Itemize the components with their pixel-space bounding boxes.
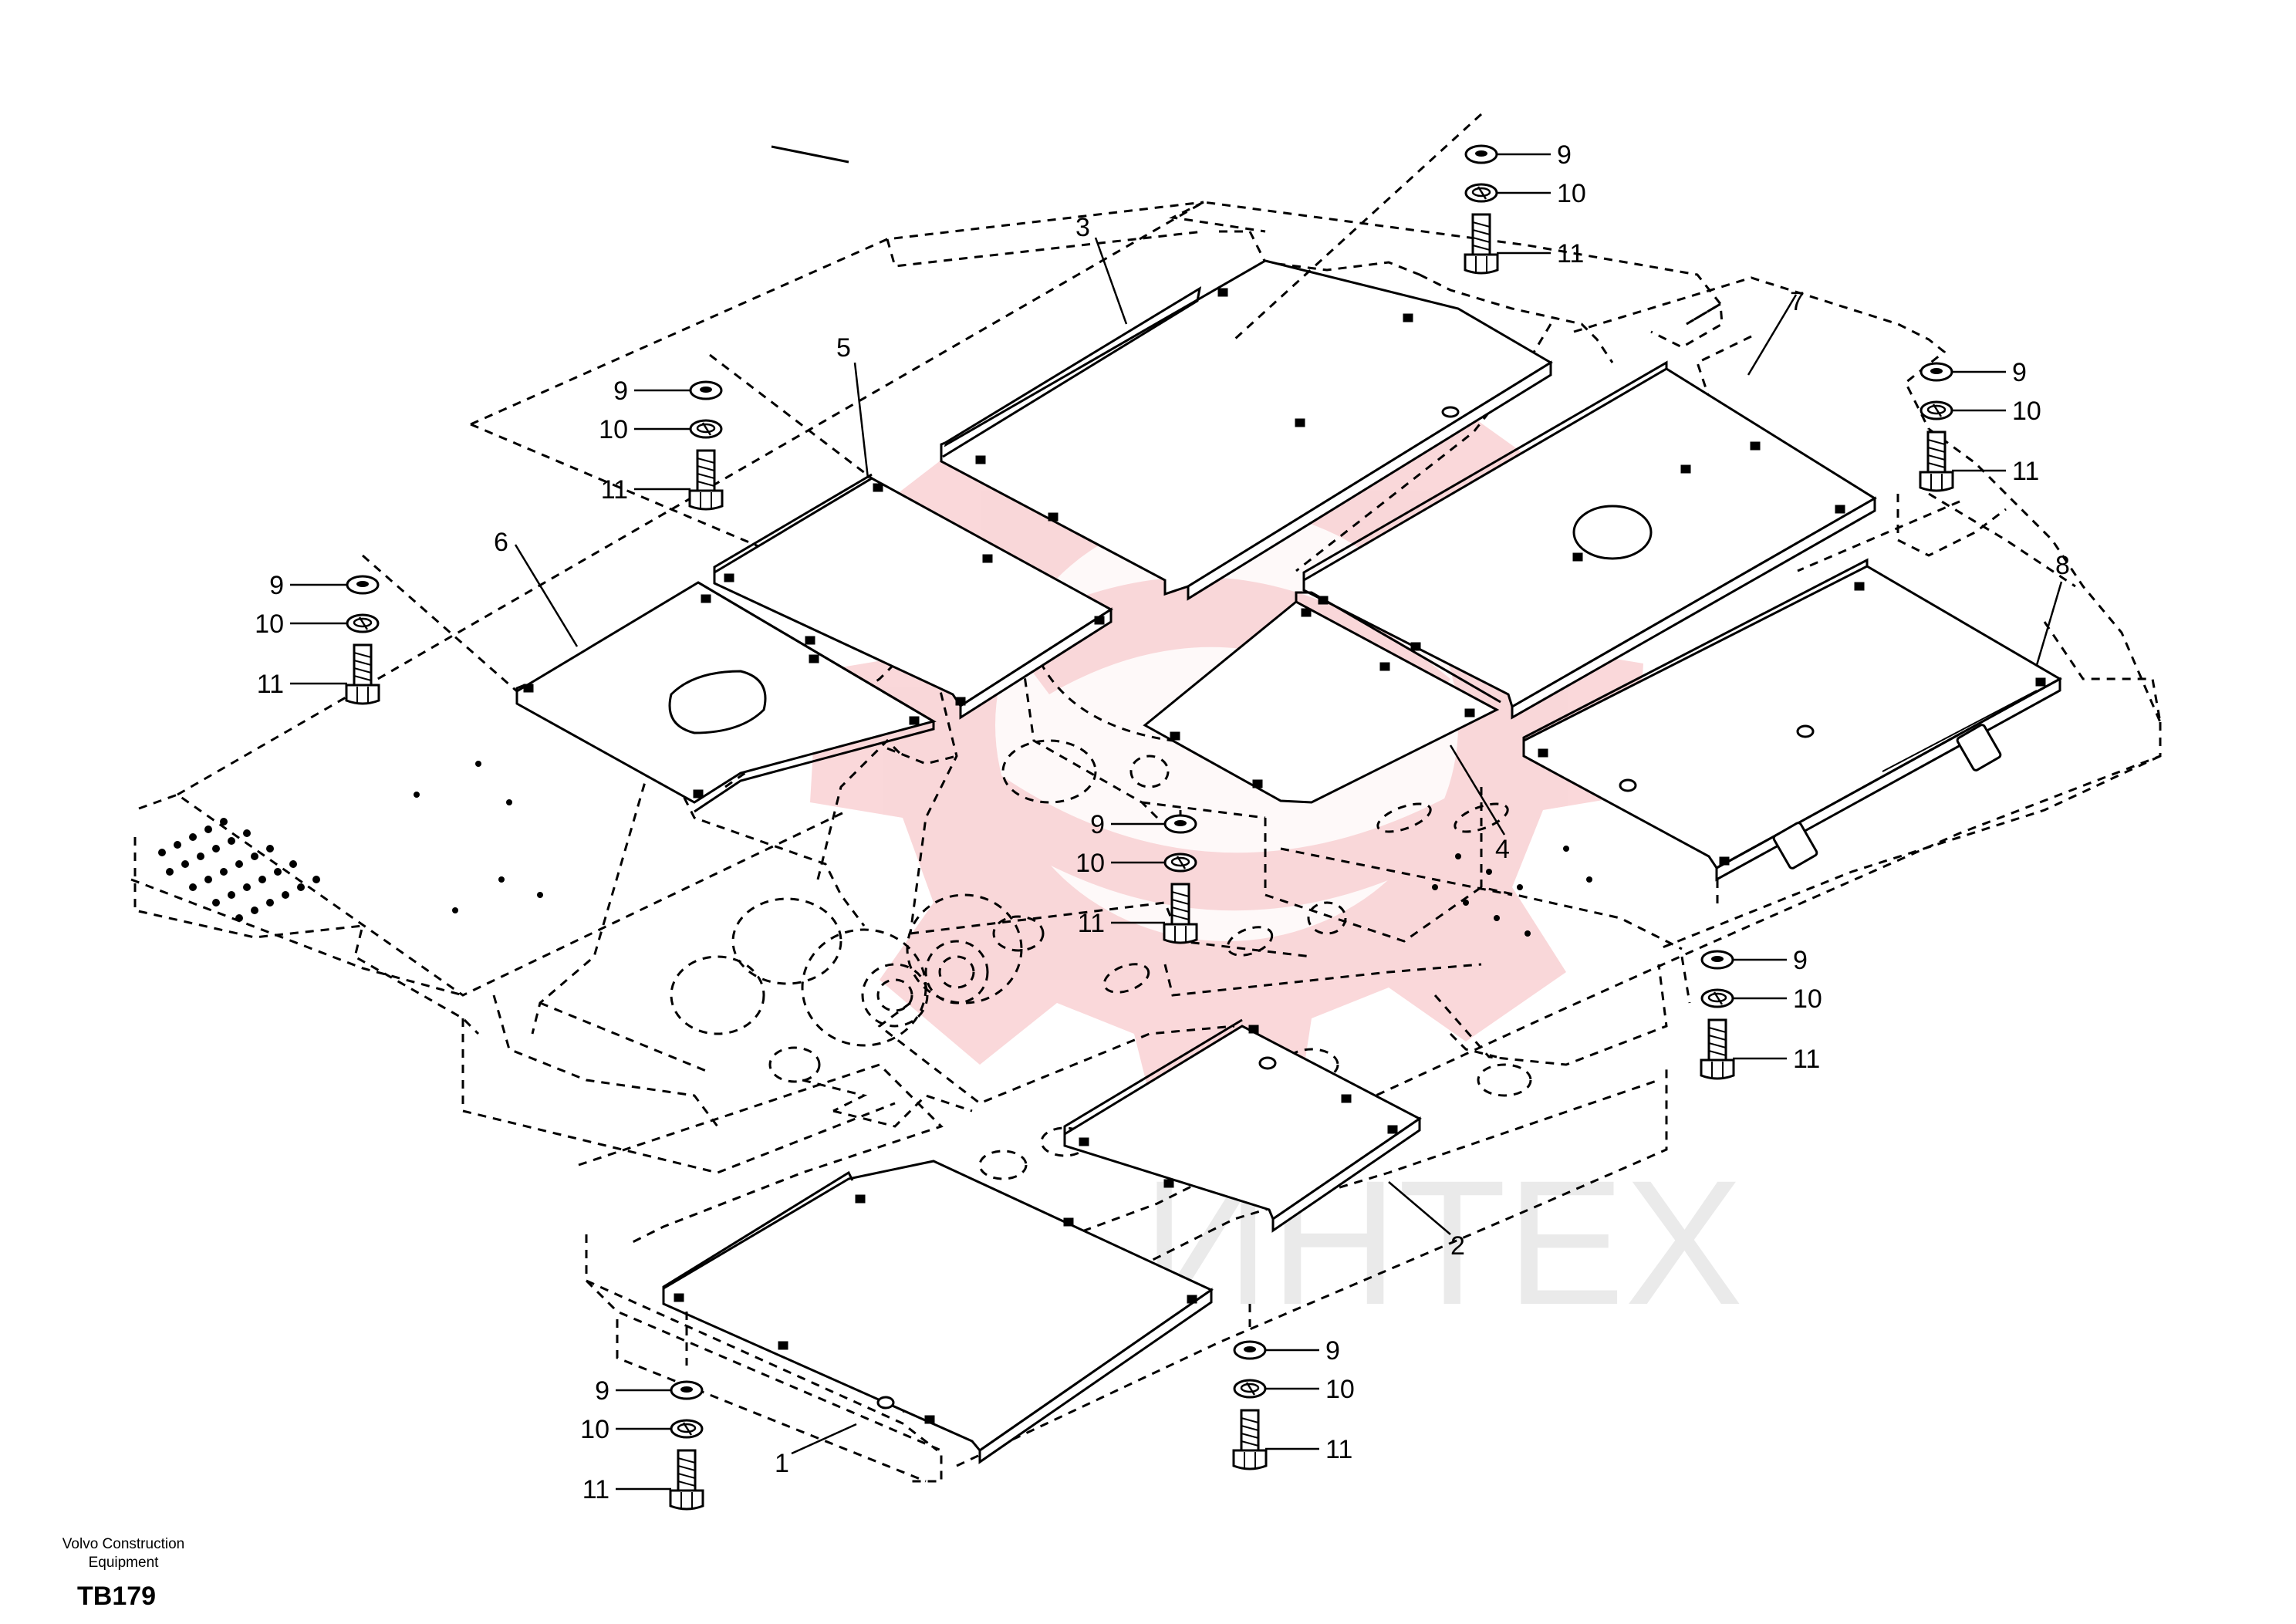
- panel-1: [662, 1160, 1214, 1464]
- part-label-1: 1: [775, 1449, 789, 1478]
- bolt-label: 11: [582, 1475, 609, 1504]
- leader-lines: [290, 153, 2063, 1491]
- fastener-group-right: [1919, 362, 1954, 492]
- fastener-group-lower-left: [669, 1380, 704, 1511]
- bolt-label: 11: [601, 475, 628, 505]
- washer-label: 9: [1090, 810, 1105, 839]
- bolt-label: 11: [257, 670, 284, 699]
- fastener-group-upper-left: [688, 380, 724, 511]
- washer-label: 9: [595, 1376, 609, 1406]
- panel-6: [515, 581, 937, 813]
- bolt-label: 11: [1557, 239, 1584, 268]
- panel-2: [1063, 1018, 1422, 1233]
- fastener-guide-lines: [362, 113, 1960, 1366]
- panel-3: [940, 259, 1553, 601]
- part-label-5: 5: [836, 333, 851, 363]
- lock-washer-label: 10: [599, 415, 628, 444]
- bolt-label: 11: [2012, 457, 2039, 486]
- lock-washer-label: 10: [1793, 984, 1822, 1014]
- part-label-4: 4: [1495, 835, 1510, 864]
- fastener-group-lower-right: [1700, 950, 1735, 1080]
- bolt-label: 11: [1793, 1045, 1820, 1074]
- lock-washer-label: 10: [255, 609, 284, 639]
- manufacturer-name: Volvo Construction: [62, 1536, 185, 1552]
- washer-label: 9: [1793, 946, 1808, 975]
- lock-washer-label: 10: [580, 1415, 609, 1444]
- part-label-8: 8: [2055, 551, 2070, 580]
- part-label-7: 7: [1790, 287, 1805, 316]
- washer-label: 9: [269, 571, 284, 600]
- part-label-3: 3: [1075, 213, 1090, 242]
- fastener-group-lower-center: [1232, 1340, 1268, 1470]
- title-block: Volvo Construction Equipment TB179: [31, 1535, 216, 1612]
- drawing-code: TB179: [77, 1582, 157, 1611]
- lock-washer-label: 10: [1557, 179, 1586, 208]
- panel-8: [1522, 558, 2063, 882]
- part-label-6: 6: [494, 528, 508, 557]
- washer-label: 9: [1557, 140, 1572, 170]
- lock-washer-label: 10: [1325, 1375, 1355, 1404]
- fastener-group-left: [345, 575, 380, 705]
- washer-label: 9: [1325, 1336, 1340, 1366]
- washer-label: 9: [2012, 358, 2027, 387]
- lock-washer-label: 10: [1075, 849, 1105, 878]
- fastener-group-top: [1464, 144, 1499, 275]
- bolt-label: 11: [1078, 909, 1105, 938]
- part-label-2: 2: [1450, 1231, 1465, 1261]
- panel-4: [1143, 591, 1501, 804]
- manufacturer-name-line2: Equipment: [88, 1555, 159, 1571]
- frame-details: [670, 739, 1532, 1180]
- washer-label: 9: [613, 376, 628, 406]
- walkway-grating: [158, 761, 1592, 937]
- bolt-label: 11: [1325, 1435, 1352, 1464]
- lock-washer-label: 10: [2012, 397, 2041, 426]
- panel-7: [1302, 360, 1877, 720]
